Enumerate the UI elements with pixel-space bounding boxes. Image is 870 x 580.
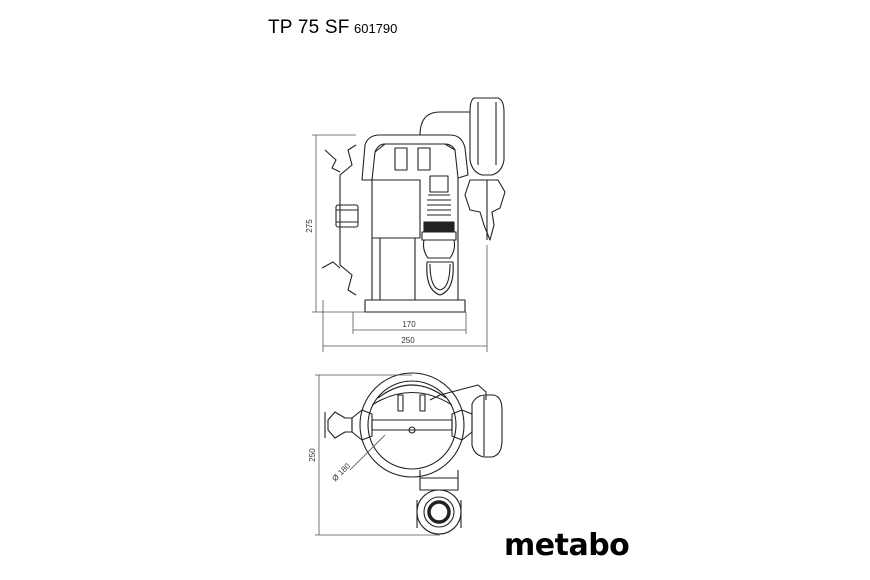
side-bracket <box>339 144 357 296</box>
cable <box>419 111 470 136</box>
handle-outline <box>361 134 469 181</box>
crossbar <box>371 419 453 431</box>
side-dimensions <box>312 134 488 352</box>
brand-logo: metabo <box>504 528 630 563</box>
top-view <box>324 372 503 535</box>
dim-base-width-label: 170 <box>402 320 416 329</box>
dim-total-width-label: 250 <box>401 336 415 345</box>
top-float <box>471 394 503 458</box>
dim-height-label: 275 <box>305 219 314 233</box>
dim-diameter-label: Ø 180 <box>330 461 352 483</box>
motor-body <box>364 178 466 313</box>
float-switch <box>469 97 505 176</box>
side-view <box>321 97 506 313</box>
housing-circle <box>359 372 465 478</box>
side-knob <box>335 204 359 228</box>
float-holder <box>464 179 506 241</box>
article-number: 601790 <box>354 21 398 36</box>
model-title: TP 75 SF <box>268 17 350 38</box>
outlet-thread <box>429 175 449 193</box>
dim-depth-label: 250 <box>308 448 317 462</box>
left-knob <box>327 411 353 439</box>
top-clip <box>394 147 408 171</box>
top-dimensions <box>315 374 440 536</box>
